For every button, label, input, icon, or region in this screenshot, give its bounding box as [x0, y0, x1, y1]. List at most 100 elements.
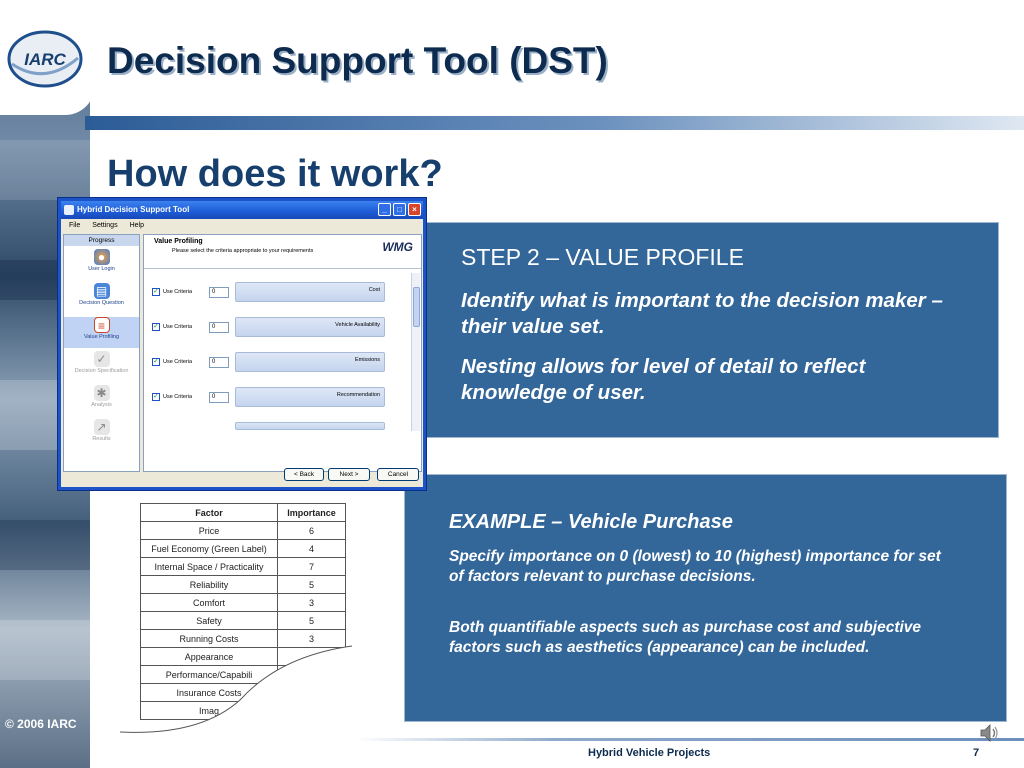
- book-icon: ▤: [93, 283, 110, 299]
- progress-step-results[interactable]: ↗ Results: [92, 419, 111, 442]
- criteria-header[interactable]: Cost: [235, 282, 385, 302]
- factor-cell: Internal Space / Practicality: [140, 557, 278, 576]
- header-divider: [85, 116, 1024, 130]
- app-icon: [64, 205, 74, 215]
- example-paragraph-2: Both quantifiable aspects such as purcha…: [449, 619, 922, 656]
- criteria-scrollbar[interactable]: [411, 273, 420, 431]
- factor-cell: Fuel Economy (Green Label): [140, 539, 278, 558]
- slide-title: Decision Support Tool (DST): [107, 40, 608, 81]
- progress-step-user-login[interactable]: ● User Login: [88, 249, 115, 272]
- importance-input[interactable]: 0: [209, 392, 229, 403]
- close-icon[interactable]: ×: [408, 203, 421, 216]
- column-header-factor: Factor: [140, 503, 278, 522]
- step-title: STEP 2 – VALUE PROFILE: [461, 244, 744, 270]
- copyright-text: © 2006 IARC: [5, 717, 77, 731]
- progress-step-decision-specification[interactable]: ✓ Decision Specification: [74, 351, 129, 374]
- importance-input[interactable]: 0: [209, 287, 229, 298]
- page-number: 7: [973, 747, 980, 759]
- value-profiling-panel: Value Profiling Please select the criter…: [143, 234, 422, 472]
- progress-heading: Progress: [64, 235, 139, 246]
- globe-icon: ●: [93, 249, 110, 265]
- use-criteria-label: Use Criteria: [163, 324, 193, 330]
- criteria-header[interactable]: Emissions: [235, 352, 385, 372]
- example-title: EXAMPLE – Vehicle Purchase: [449, 511, 733, 533]
- panel-title: Value Profiling: [154, 238, 203, 245]
- factor-cell: Comfort: [140, 593, 278, 612]
- use-criteria-label: Use Criteria: [163, 289, 193, 295]
- svg-text:IARC: IARC: [24, 50, 66, 69]
- menu-help[interactable]: Help: [129, 222, 144, 229]
- footer-divider: [355, 738, 1024, 741]
- progress-step-value-profiling[interactable]: ≡ Value Profiling: [64, 317, 139, 348]
- criteria-header[interactable]: Recommendation: [235, 387, 385, 407]
- example-paragraph-1: Specify importance on 0 (lowest) to 10 (…: [449, 548, 941, 585]
- clipboard-icon: ≡: [93, 317, 110, 333]
- importance-input[interactable]: 0: [209, 357, 229, 368]
- menu-bar: File Settings Help: [61, 219, 423, 232]
- progress-step-analysis[interactable]: ✱ Analysis: [91, 385, 112, 408]
- criteria-header-partial[interactable]: [235, 422, 385, 430]
- panel-description: Please select the criteria appropriate t…: [172, 248, 314, 254]
- iarc-logo: IARC: [7, 30, 83, 88]
- next-button[interactable]: Next >: [328, 468, 370, 481]
- importance-cell: 5: [277, 611, 346, 630]
- criteria-header[interactable]: Vehicle Availability: [235, 317, 385, 337]
- minimize-icon[interactable]: _: [378, 203, 391, 216]
- importance-cell: 5: [277, 575, 346, 594]
- slide-subtitle: How does it work?: [107, 153, 443, 195]
- criteria-row-vehicle-availability: ✓ Use Criteria 0 Vehicle Availability: [148, 317, 410, 339]
- chart-icon: ↗: [93, 419, 110, 435]
- criteria-row-cost: ✓ Use Criteria 0 Cost: [148, 282, 410, 304]
- step-paragraph-1: Identify what is important to the decisi…: [461, 289, 943, 338]
- factor-cell: Safety: [140, 611, 278, 630]
- factor-cell: Reliability: [140, 575, 278, 594]
- back-button[interactable]: < Back: [284, 468, 324, 481]
- importance-cell: 3: [277, 593, 346, 612]
- use-criteria-checkbox[interactable]: ✓: [152, 393, 160, 401]
- window-titlebar[interactable]: Hybrid Decision Support Tool _ □ ×: [61, 201, 423, 219]
- use-criteria-label: Use Criteria: [163, 394, 193, 400]
- progress-step-decision-question[interactable]: ▤ Decision Question: [79, 283, 124, 306]
- importance-cell: 4: [277, 539, 346, 558]
- maximize-icon[interactable]: □: [393, 203, 406, 216]
- panel-header: Value Profiling Please select the criter…: [144, 235, 421, 269]
- gears-icon: ✱: [93, 385, 110, 401]
- scrollbar-thumb[interactable]: [413, 287, 420, 327]
- step-box: STEP 2 – VALUE PROFILE Identify what is …: [425, 222, 999, 438]
- speaker-icon[interactable]: [978, 722, 1000, 744]
- progress-panel: Progress ● User Login ▤ Decision Questio…: [63, 234, 140, 472]
- torn-page-overlay: [120, 645, 370, 740]
- criteria-row-partial: [148, 422, 410, 430]
- window-title: Hybrid Decision Support Tool: [77, 205, 190, 214]
- cancel-button[interactable]: Cancel: [377, 468, 419, 481]
- wmg-logo: WMG: [382, 240, 413, 254]
- table-header-row: Factor Importance: [140, 503, 346, 522]
- checklist-icon: ✓: [93, 351, 110, 367]
- logo-area: IARC: [0, 0, 95, 115]
- menu-file[interactable]: File: [69, 222, 81, 229]
- factor-cell: Price: [140, 521, 278, 540]
- step-paragraph-2: Nesting allows for level of detail to re…: [461, 355, 866, 404]
- criteria-row-emissions: ✓ Use Criteria 0 Emissions: [148, 352, 410, 374]
- importance-cell: 7: [277, 557, 346, 576]
- menu-settings[interactable]: Settings: [92, 222, 118, 229]
- table-row: Fuel Economy (Green Label)4: [140, 539, 346, 558]
- example-box: EXAMPLE – Vehicle Purchase Specify impor…: [404, 474, 1007, 722]
- app-window: Hybrid Decision Support Tool _ □ × File …: [58, 198, 426, 490]
- importance-input[interactable]: 0: [209, 322, 229, 333]
- column-header-importance: Importance: [277, 503, 346, 522]
- use-criteria-label: Use Criteria: [163, 359, 193, 365]
- footer-project-name: Hybrid Vehicle Projects: [588, 747, 711, 759]
- criteria-row-recommendation: ✓ Use Criteria 0 Recommendation: [148, 387, 410, 409]
- importance-cell: 6: [277, 521, 346, 540]
- use-criteria-checkbox[interactable]: ✓: [152, 323, 160, 331]
- use-criteria-checkbox[interactable]: ✓: [152, 358, 160, 366]
- use-criteria-checkbox[interactable]: ✓: [152, 288, 160, 296]
